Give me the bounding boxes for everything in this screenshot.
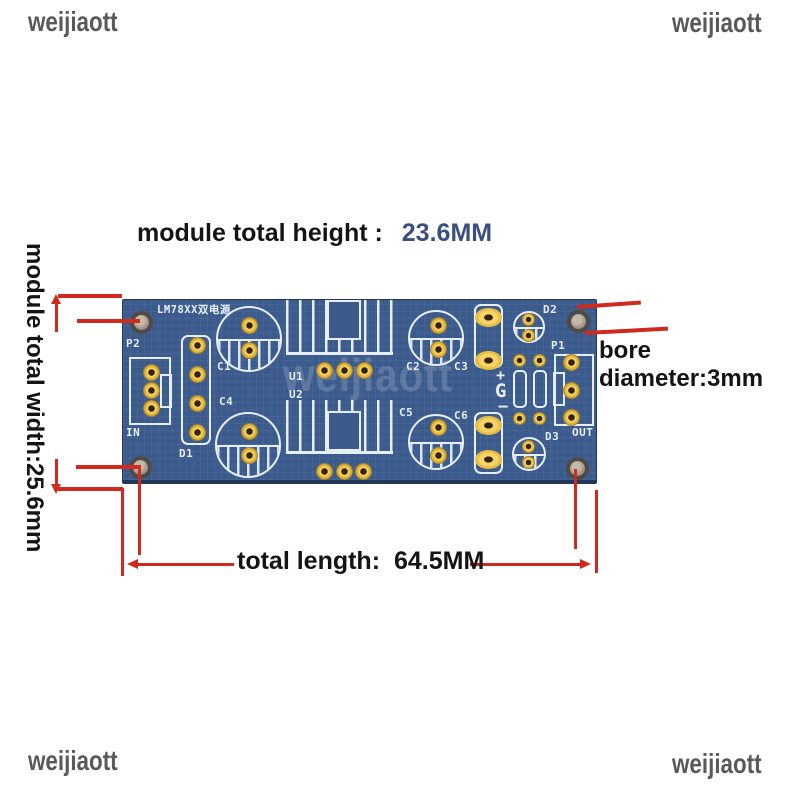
footprint-r1	[513, 370, 527, 408]
solder-pad	[188, 394, 206, 412]
label-d3: D3	[545, 430, 560, 443]
connector-p2-notch	[160, 374, 172, 408]
pcb-board: weijiaott LM78XX双电源 P2 IN D1 C1 C4	[122, 299, 597, 484]
length-ext-right-inner	[574, 469, 577, 549]
solder-pad-oval	[474, 307, 502, 327]
label-minus: −	[498, 397, 509, 417]
heatsink-u1-rail	[286, 352, 393, 355]
length-ext-left-inner	[138, 469, 141, 555]
regulator-u1-body	[327, 300, 361, 340]
label-c2: C2	[406, 360, 421, 373]
watermark-bottom-left: weijiaott	[28, 745, 118, 776]
label-gnd: G	[495, 380, 507, 402]
solder-pad	[240, 446, 258, 464]
solder-pad	[142, 399, 160, 417]
label-in: IN	[126, 426, 141, 439]
solder-pad	[240, 341, 258, 359]
topleft-callout-upper	[58, 294, 122, 298]
height-value: 23.6MM	[401, 219, 493, 247]
solder-pad	[562, 381, 580, 399]
heatsink-u2-rail	[286, 451, 393, 454]
label-c3: C3	[454, 360, 469, 373]
label-d2: D2	[543, 303, 558, 316]
length-ext-right-outer	[595, 490, 598, 573]
length-dim-left-line	[131, 563, 234, 566]
mounting-hole-bottom-right	[565, 456, 589, 480]
solder-pad	[188, 336, 206, 354]
solder-pad	[512, 411, 526, 425]
solder-pad	[315, 361, 333, 379]
width-arrow-up-line	[55, 303, 58, 332]
solder-pad-oval	[474, 449, 502, 469]
bottomleft-callout-upper	[76, 465, 141, 469]
solder-pad-oval	[474, 350, 502, 370]
label-c5: C5	[399, 406, 414, 419]
length-value: 64.5MM	[393, 547, 485, 575]
regulator-u2-body	[327, 411, 361, 451]
solder-pad-oval	[474, 415, 502, 435]
solder-pad	[240, 316, 258, 334]
solder-pad	[562, 353, 580, 371]
solder-pad	[188, 423, 206, 441]
solder-pad	[240, 422, 258, 440]
capacitor-c4-outline	[215, 412, 281, 478]
footprint-c6	[474, 412, 503, 474]
topleft-callout-lower	[77, 319, 140, 323]
label-c1: C1	[217, 360, 232, 373]
solder-pad	[532, 353, 546, 367]
solder-pad	[532, 411, 546, 425]
solder-pad	[429, 446, 447, 464]
capacitor-c5-outline	[408, 414, 464, 470]
connector-p2-outline	[129, 357, 172, 425]
solder-pad	[335, 361, 353, 379]
length-dim-right-head	[580, 559, 591, 569]
label-p2: P2	[126, 337, 141, 350]
length-dim-right-line	[470, 563, 582, 566]
bottomleft-callout-lower	[58, 487, 123, 491]
solder-pad	[521, 439, 535, 453]
watermark-top-right: weijiaott	[672, 7, 762, 38]
watermark-bottom-right: weijiaott	[672, 748, 762, 779]
solder-pad	[142, 363, 160, 381]
solder-pad	[354, 462, 372, 480]
solder-pad	[521, 455, 535, 469]
solder-pad	[429, 340, 447, 358]
solder-pad	[315, 462, 333, 480]
height-label: module total height :	[137, 219, 383, 247]
label-out: OUT	[572, 426, 594, 439]
solder-pad	[142, 381, 160, 399]
mounting-hole-top-right	[566, 309, 590, 333]
solder-pad	[429, 418, 447, 436]
label-plus: +	[496, 366, 506, 384]
label-u1: U1	[289, 370, 304, 383]
label-p1: P1	[551, 339, 566, 352]
bore-callout-lower	[584, 326, 668, 335]
length-ext-left-outer	[121, 488, 124, 576]
length-label: total length:	[237, 547, 381, 575]
solder-pad	[355, 361, 373, 379]
solder-pad	[512, 353, 526, 367]
solder-pad	[188, 365, 206, 383]
annotation-height: module total height : 23.6MM	[137, 219, 492, 248]
solder-pad	[521, 328, 535, 342]
label-u2: U2	[289, 388, 304, 401]
silkscreen-title: LM78XX双电源	[157, 304, 231, 316]
footprint-r2	[533, 370, 547, 408]
annotation-width: module total width:25.6mm	[21, 243, 48, 553]
width-arrow-down-head	[50, 484, 61, 494]
watermark-top-left: weijiaott	[28, 6, 118, 37]
length-dim-left-head	[127, 559, 138, 569]
width-arrow-down-line	[55, 459, 58, 486]
footprint-d1	[181, 335, 211, 445]
solder-pad	[562, 408, 580, 426]
solder-pad	[521, 312, 535, 326]
label-c4: C4	[219, 395, 234, 408]
label-d1: D1	[179, 447, 194, 460]
annotation-length: total length: 64.5MM	[237, 547, 484, 576]
annotation-bore: bore diameter:3mm	[599, 337, 764, 392]
solder-pad	[335, 462, 353, 480]
label-c6: C6	[454, 409, 469, 422]
solder-pad	[429, 316, 447, 334]
width-arrow-up-head	[50, 294, 61, 304]
